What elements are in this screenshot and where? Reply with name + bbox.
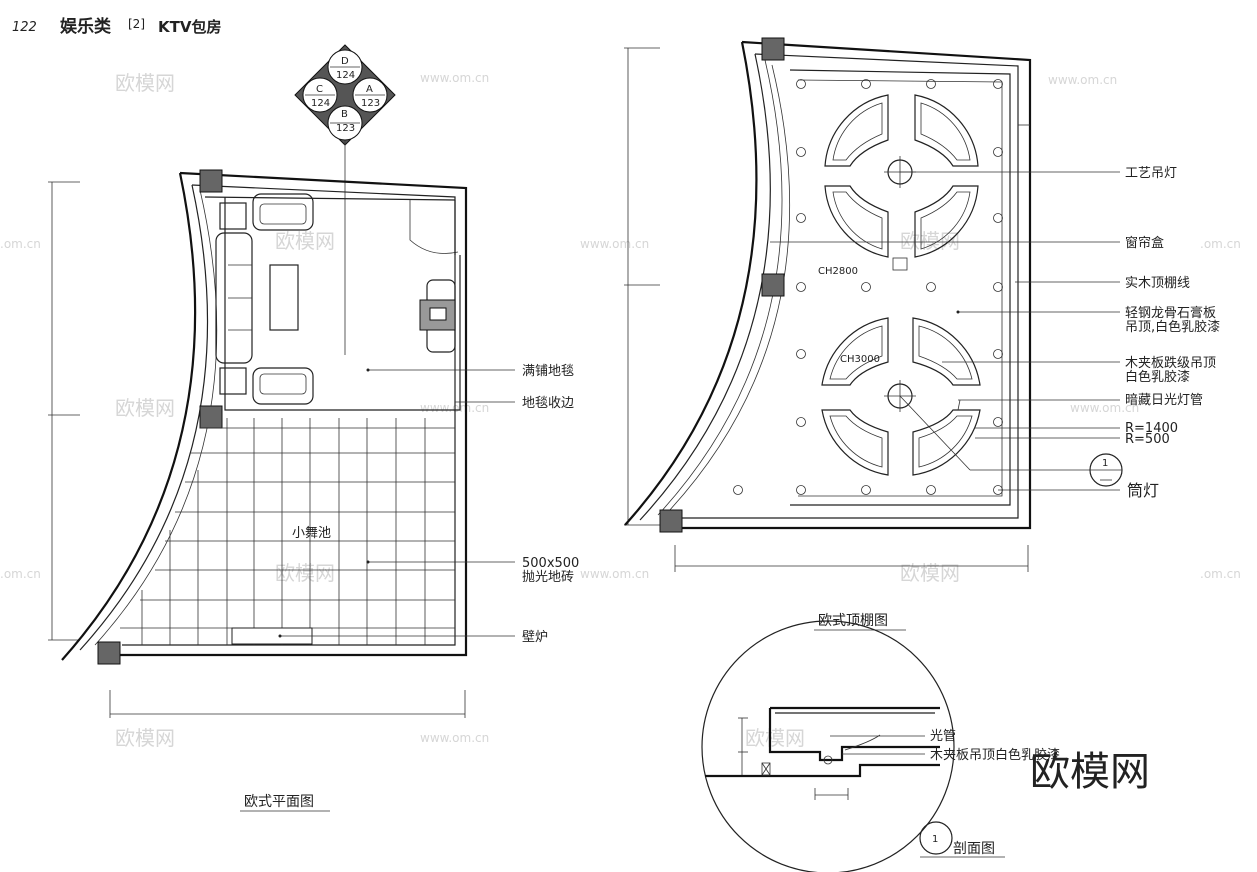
header-subtitle: KTV包房 bbox=[158, 18, 221, 36]
section-title: 剖面图 bbox=[953, 841, 995, 857]
compass-top-number: 124 bbox=[336, 70, 355, 81]
watermark-brand: 欧模网 bbox=[275, 561, 335, 585]
compass-right-number: 123 bbox=[361, 98, 380, 109]
watermark-brand: 欧模网 bbox=[115, 726, 175, 750]
plan-title: 欧式平面图 bbox=[244, 794, 314, 810]
watermark-brand: 欧模网 bbox=[115, 396, 175, 420]
label-plywood-ceiling: 木夹板跌级吊顶 bbox=[1125, 355, 1216, 371]
label-fireplace: 壁炉 bbox=[522, 630, 548, 645]
watermark-url: .om.cn bbox=[1200, 237, 1241, 251]
label-light-tube: 光管 bbox=[930, 729, 956, 744]
watermark-brand: 欧模网 bbox=[275, 229, 335, 253]
tile-grid bbox=[120, 418, 455, 645]
header-tag: [2] bbox=[128, 17, 145, 31]
logo-brand: 欧模网 bbox=[1030, 749, 1150, 795]
page-number: 122 bbox=[12, 20, 37, 35]
callout-number: 1 bbox=[1102, 458, 1108, 469]
watermark-brand: 欧模网 bbox=[900, 561, 960, 585]
watermark-url: www.om.cn bbox=[1048, 73, 1117, 87]
label-curtain-box: 窗帘盒 bbox=[1125, 235, 1164, 251]
label-plywood-finish: 白色乳胶漆 bbox=[1125, 369, 1190, 385]
watermark-brand: 欧模网 bbox=[900, 229, 960, 253]
watermark-url: www.om.cn bbox=[420, 71, 489, 85]
sheet-header: 122 娱乐类 [2] KTV包房 bbox=[12, 16, 221, 37]
label-wood-line: 实木顶棚线 bbox=[1125, 276, 1190, 291]
watermark-url: www.om.cn bbox=[580, 237, 649, 251]
ceiling-plan: 工艺吊灯 窗帘盒 实木顶棚线 轻钢龙骨石膏板 吊顶,白色乳胶漆 木夹板跌级吊顶 … bbox=[624, 37, 1220, 631]
compass-left-letter: C bbox=[316, 84, 323, 95]
floor-plan: 满铺地毯 地毯收边 小舞池 500x500 抛光地砖 壁炉 欧式平面图 bbox=[48, 169, 579, 812]
label-gypsum-board: 轻钢龙骨石膏板 bbox=[1125, 305, 1216, 321]
label-radius-1400: R=1400 bbox=[1125, 421, 1178, 436]
watermark-url: .om.cn bbox=[1200, 567, 1241, 581]
section-detail: 光管 木夹板吊顶白色乳胶漆 1 剖面图 bbox=[701, 620, 1060, 872]
label-ceiling-height-2800: CH2800 bbox=[818, 266, 858, 277]
compass-top-letter: D bbox=[341, 56, 349, 67]
label-fluorescent: 暗藏日光灯管 bbox=[1125, 393, 1203, 408]
label-tile-material: 抛光地砖 bbox=[522, 570, 574, 585]
watermark-url: .om.cn bbox=[0, 567, 41, 581]
watermark-url: .om.cn bbox=[0, 237, 41, 251]
lower-ceiling-medallion bbox=[821, 317, 981, 476]
label-gypsum-finish: 吊顶,白色乳胶漆 bbox=[1125, 319, 1220, 335]
upper-ceiling-medallion bbox=[824, 94, 979, 271]
compass-right-letter: A bbox=[366, 84, 373, 95]
watermark-layer: 欧模网 www.om.cn .om.cn 欧模网 www.om.cn 欧模网 .… bbox=[0, 71, 1241, 795]
watermark-url: www.om.cn bbox=[580, 567, 649, 581]
label-carpet: 满铺地毯 bbox=[522, 364, 574, 379]
compass-bottom-number: 123 bbox=[336, 123, 355, 134]
label-carpet-edge: 地毯收边 bbox=[522, 396, 574, 411]
compass-bottom-letter: B bbox=[341, 109, 348, 120]
label-tile-size: 500x500 bbox=[522, 556, 579, 571]
label-plywood-section: 木夹板吊顶白色乳胶漆 bbox=[930, 747, 1060, 763]
watermark-brand: 欧模网 bbox=[115, 71, 175, 95]
section-callout-number: 1 bbox=[932, 834, 938, 845]
compass-left-number: 124 bbox=[311, 98, 330, 109]
label-dance-floor: 小舞池 bbox=[292, 526, 331, 541]
compass-symbol: D 124 C 124 A 123 B 123 bbox=[294, 44, 396, 355]
label-chandelier: 工艺吊灯 bbox=[1125, 166, 1177, 181]
watermark-url: www.om.cn bbox=[420, 731, 489, 745]
label-radius-500: R=500 bbox=[1125, 432, 1170, 447]
watermark-brand: 欧模网 bbox=[745, 726, 805, 750]
downlights bbox=[733, 79, 1003, 495]
ceiling-title: 欧式顶棚图 bbox=[818, 613, 888, 629]
label-downlight: 筒灯 bbox=[1127, 481, 1159, 500]
watermark-url: www.om.cn bbox=[1070, 401, 1139, 415]
label-ceiling-height-3000: CH3000 bbox=[840, 354, 880, 365]
header-title: 娱乐类 bbox=[60, 16, 112, 37]
